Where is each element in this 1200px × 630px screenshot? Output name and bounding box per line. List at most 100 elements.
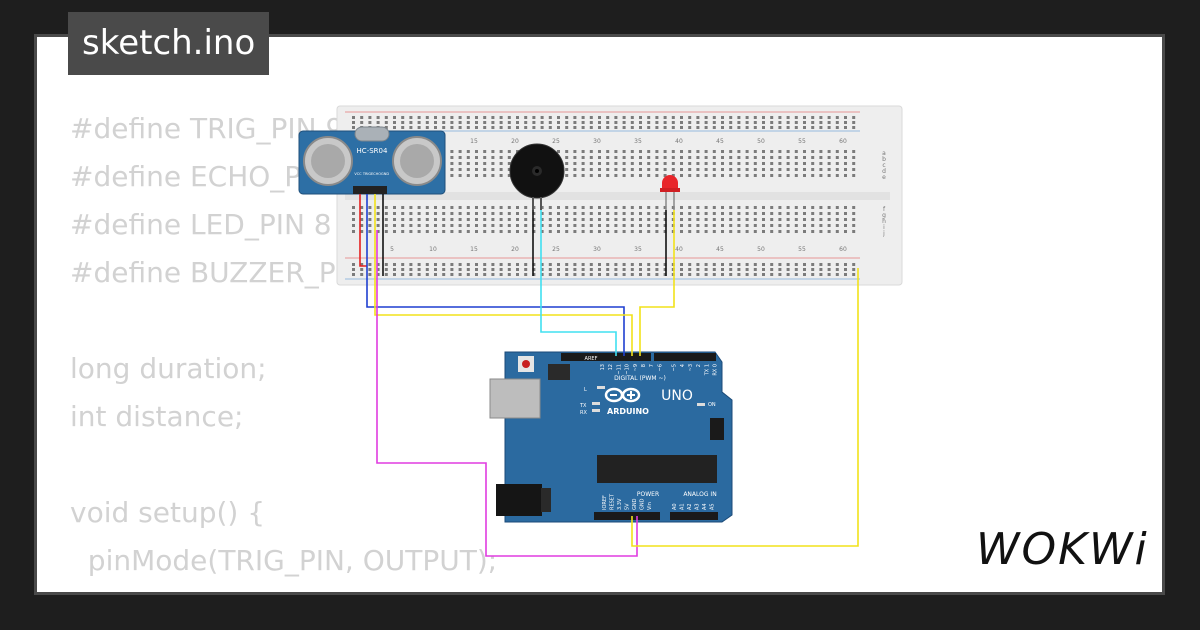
power-pin-label: 5V [625,503,631,510]
digital-pin-label: 4 [680,364,686,367]
buzzer[interactable] [509,143,565,210]
wire-yellow-led [639,210,675,356]
wires [359,194,859,557]
file-tab[interactable]: sketch.ino [68,12,270,75]
column-number: 25 [552,246,560,253]
digital-pin-label: ~11 [616,364,622,375]
analog-pin-label: A5 [710,503,716,510]
column-number: 35 [634,138,642,145]
column-number: 15 [470,138,478,145]
analog-pin-label: A2 [687,503,693,510]
sensor-pin-echo: ECHO [371,172,381,176]
power-pin-label: IOREF [602,495,608,510]
row-letter: g [882,212,886,219]
wire-magenta [376,230,638,557]
column-number: 45 [716,246,724,253]
breadboard-holes [352,116,856,276]
breadboard: 5510101515202025253030353540404545505055… [336,105,903,286]
column-number: 15 [470,246,478,253]
column-number: 55 [798,138,806,145]
digital-pin-label: 8 [641,364,647,367]
digital-pin-label: TX 1 [704,364,710,376]
analog-pin-label: A3 [695,503,701,510]
digital-pin-label: ~6 [657,364,663,371]
digital-pin-label: 12 [608,364,614,370]
code-line: #define LED_PIN 8 [70,208,332,241]
row-letter: j [882,230,885,237]
digital-pin-label: 2 [696,364,702,367]
row-letter: f [883,206,886,213]
column-number: 5 [390,246,394,253]
wire-blue [366,194,625,356]
column-number: 25 [552,138,560,145]
column-number: 60 [839,138,847,145]
uno-label: UNO [661,388,693,404]
digital-pin-label: 7 [649,364,655,367]
column-number: 50 [757,138,765,145]
aref-label: AREF [585,356,598,362]
code-line: #define BUZZER_PIN 7 [70,256,392,289]
sensor-pin-gnd: GND [381,172,389,176]
row-letter: d [882,168,886,175]
code-line: void setup() { [70,496,266,529]
on-label: ON [708,402,716,408]
wire-red [359,194,367,267]
power-pin-label: GND [640,498,646,510]
power-pin-label: 3.3V [617,498,623,510]
power-pin-label: Vin [647,502,653,510]
row-letter: i [883,224,885,231]
wokwi-logo: WOKWi [976,524,1149,575]
column-number: 30 [593,246,601,253]
arduino-logo [604,387,641,403]
column-number: 10 [429,246,437,253]
l-label: L [584,387,587,393]
sensor-pin-vcc: VCC [354,172,362,176]
analog-pin-label: A0 [672,503,678,510]
code-line: int distance; [70,400,244,433]
analog-label: ANALOG IN [683,491,716,498]
column-number: 20 [511,138,519,145]
sensor-pin-trig: TRIG [362,172,372,176]
digital-pin-label: ~5 [672,364,678,371]
column-number: 35 [634,246,642,253]
column-number: 40 [675,246,683,253]
row-letter: b [882,156,886,163]
row-letter: h [882,218,886,225]
row-letter: e [882,174,886,181]
power-label: POWER [637,491,659,498]
column-number: 40 [675,138,683,145]
led[interactable] [660,175,680,210]
column-number: 60 [839,246,847,253]
code-line: pinMode(TRIG_PIN, OUTPUT); [70,544,498,577]
analog-pin-label: A4 [702,503,708,510]
digital-pin-label: ~9 [633,364,639,371]
wire-cyan [540,210,617,356]
column-number: 30 [593,138,601,145]
sensor-label: HC-SR04 [357,147,388,155]
digital-label: DIGITAL (PWM ~) [614,375,666,382]
column-number: 20 [511,246,519,253]
code-line: long duration; [70,352,267,385]
digital-pin-label: 13 [600,364,606,370]
wire-yellow-power [631,268,859,547]
row-letter: c [882,162,885,169]
arduino-brand-label: ARDUINO [607,407,649,416]
ultrasonic-sensor[interactable]: HC-SR04 VCC TRIG ECHO GND [298,126,446,195]
wire-yellow [374,194,633,356]
rx-label: RX [580,410,587,416]
analog-pin-label: A1 [680,503,686,510]
digital-pin-label: ~3 [688,364,694,371]
power-pin-label: GND [632,498,638,510]
digital-pin-label: ~10 [625,364,631,375]
column-number: 50 [757,246,765,253]
column-number: 45 [716,138,724,145]
tx-label: TX [579,403,587,409]
row-letter: a [882,150,886,157]
digital-pin-label: RX 0 [713,364,719,376]
code-preview: #define TRIG_PIN 9#define ECHO_PIN 10#de… [70,105,498,592]
